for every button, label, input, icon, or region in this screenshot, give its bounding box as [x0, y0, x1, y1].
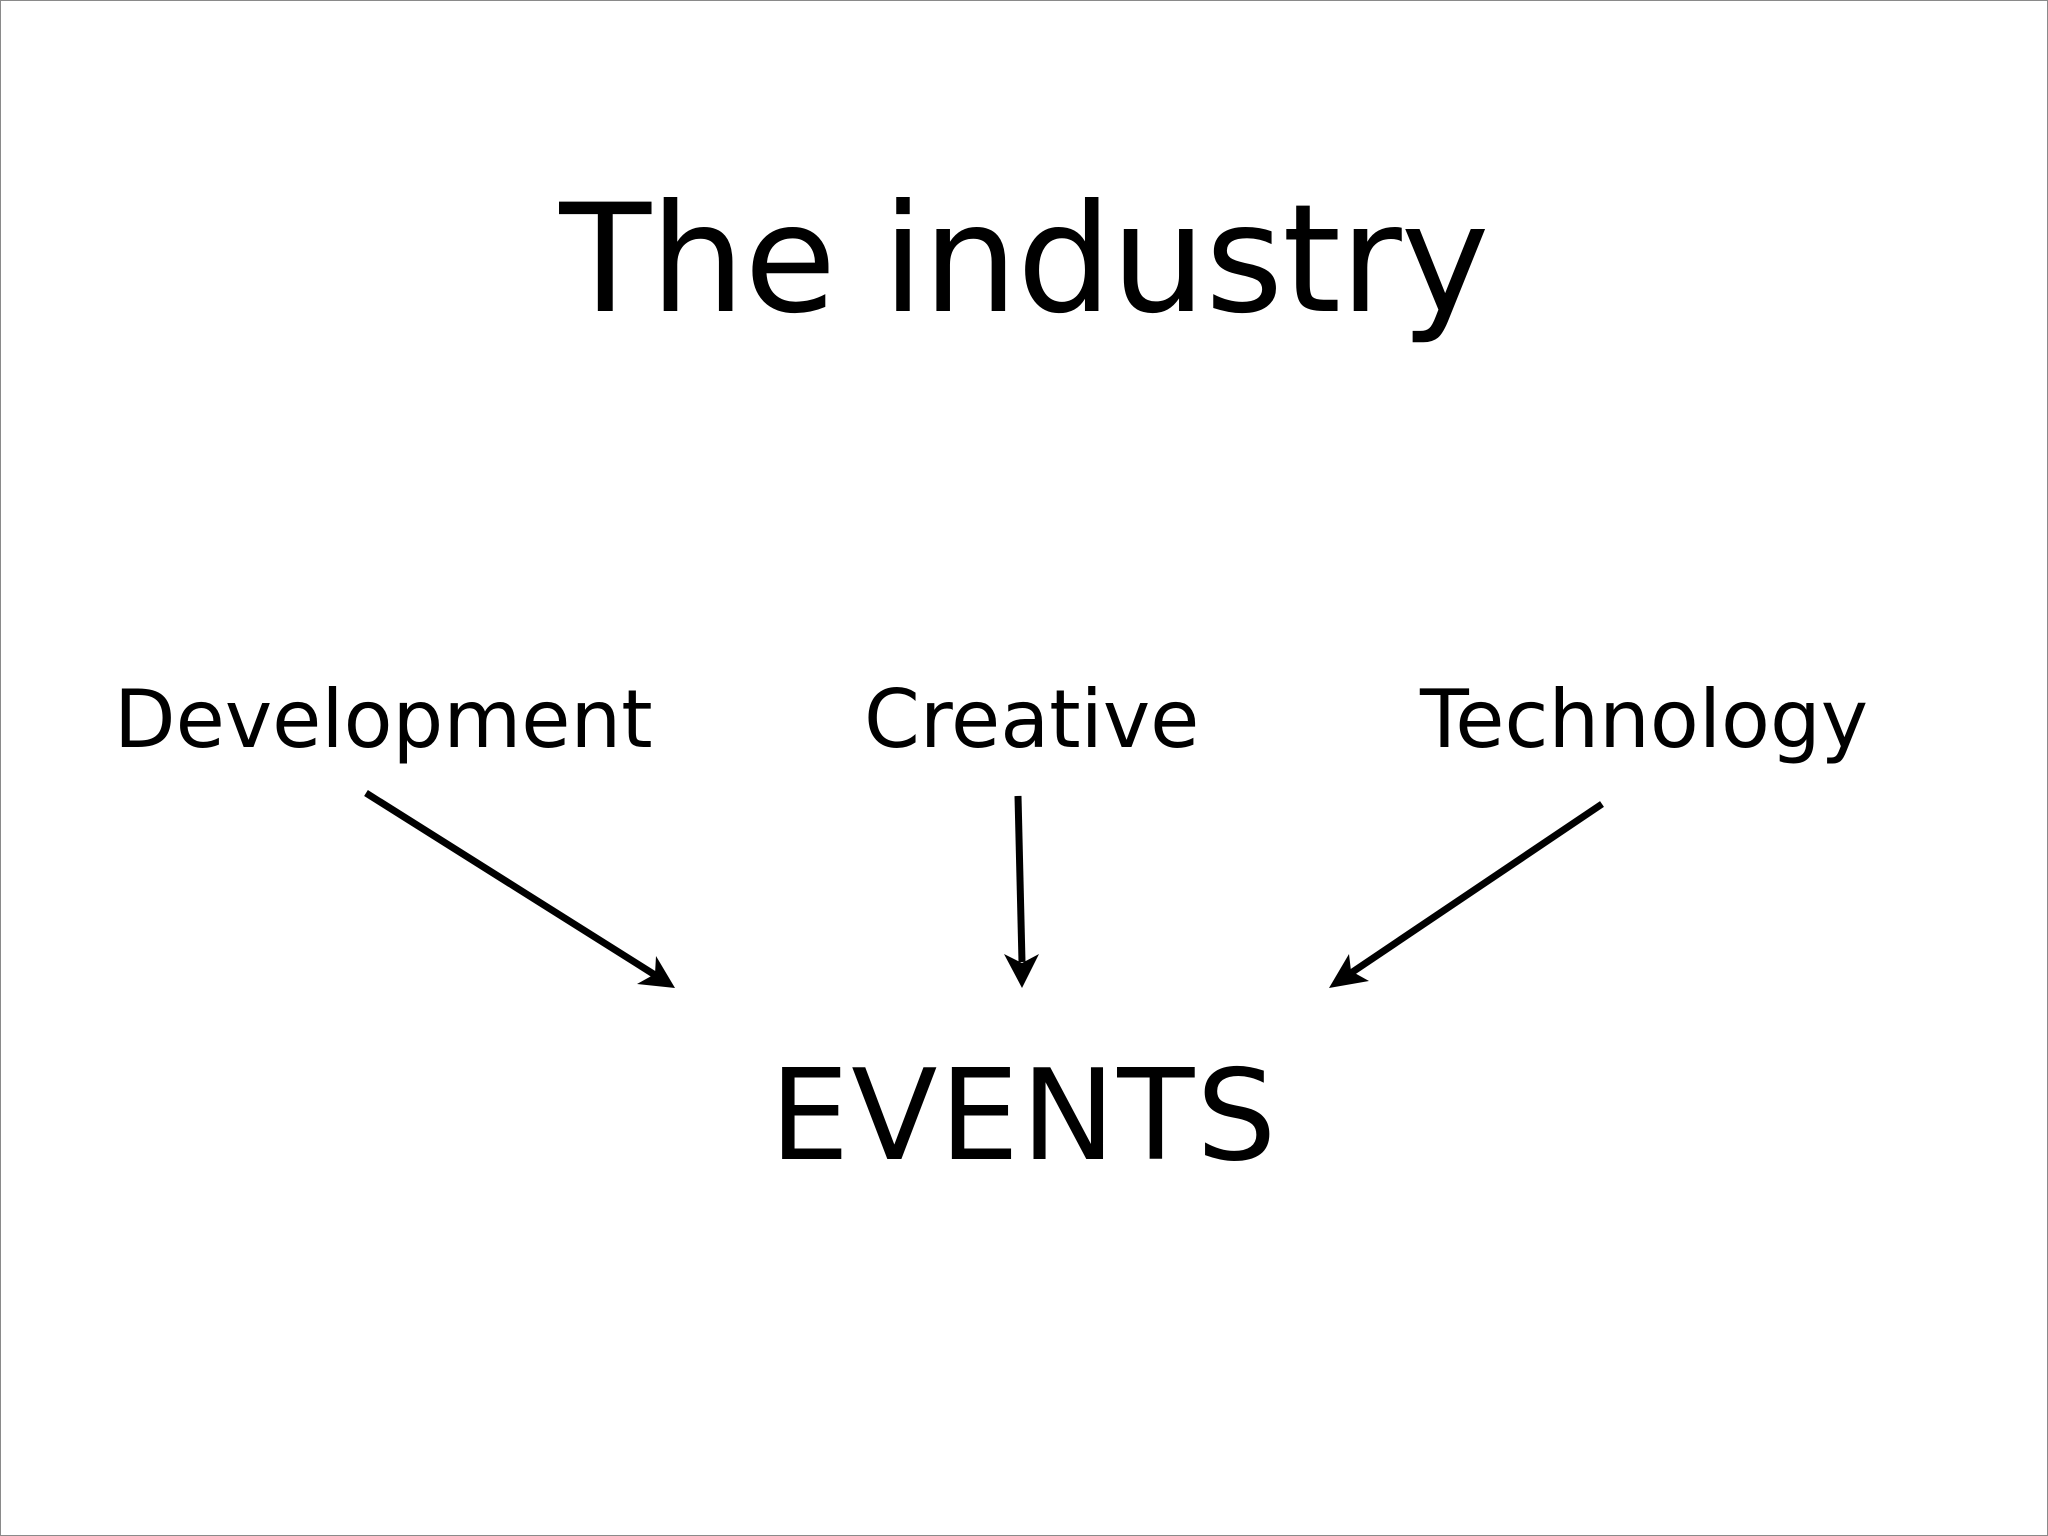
source-label-development: Development — [114, 673, 653, 766]
arrowhead-creative — [1004, 954, 1039, 988]
arrow-creative-to-events — [1014, 795, 1026, 963]
arrowhead-technology — [1329, 954, 1369, 988]
arrow-technology-to-events — [1349, 801, 1604, 976]
source-label-technology: Technology — [1420, 673, 1869, 766]
arrowhead-development — [637, 956, 675, 988]
arrow-development-to-events — [364, 790, 657, 978]
target-label-events: EVENTS — [769, 1042, 1279, 1189]
slide-title: The industry — [559, 173, 1489, 347]
source-label-creative: Creative — [864, 673, 1200, 766]
